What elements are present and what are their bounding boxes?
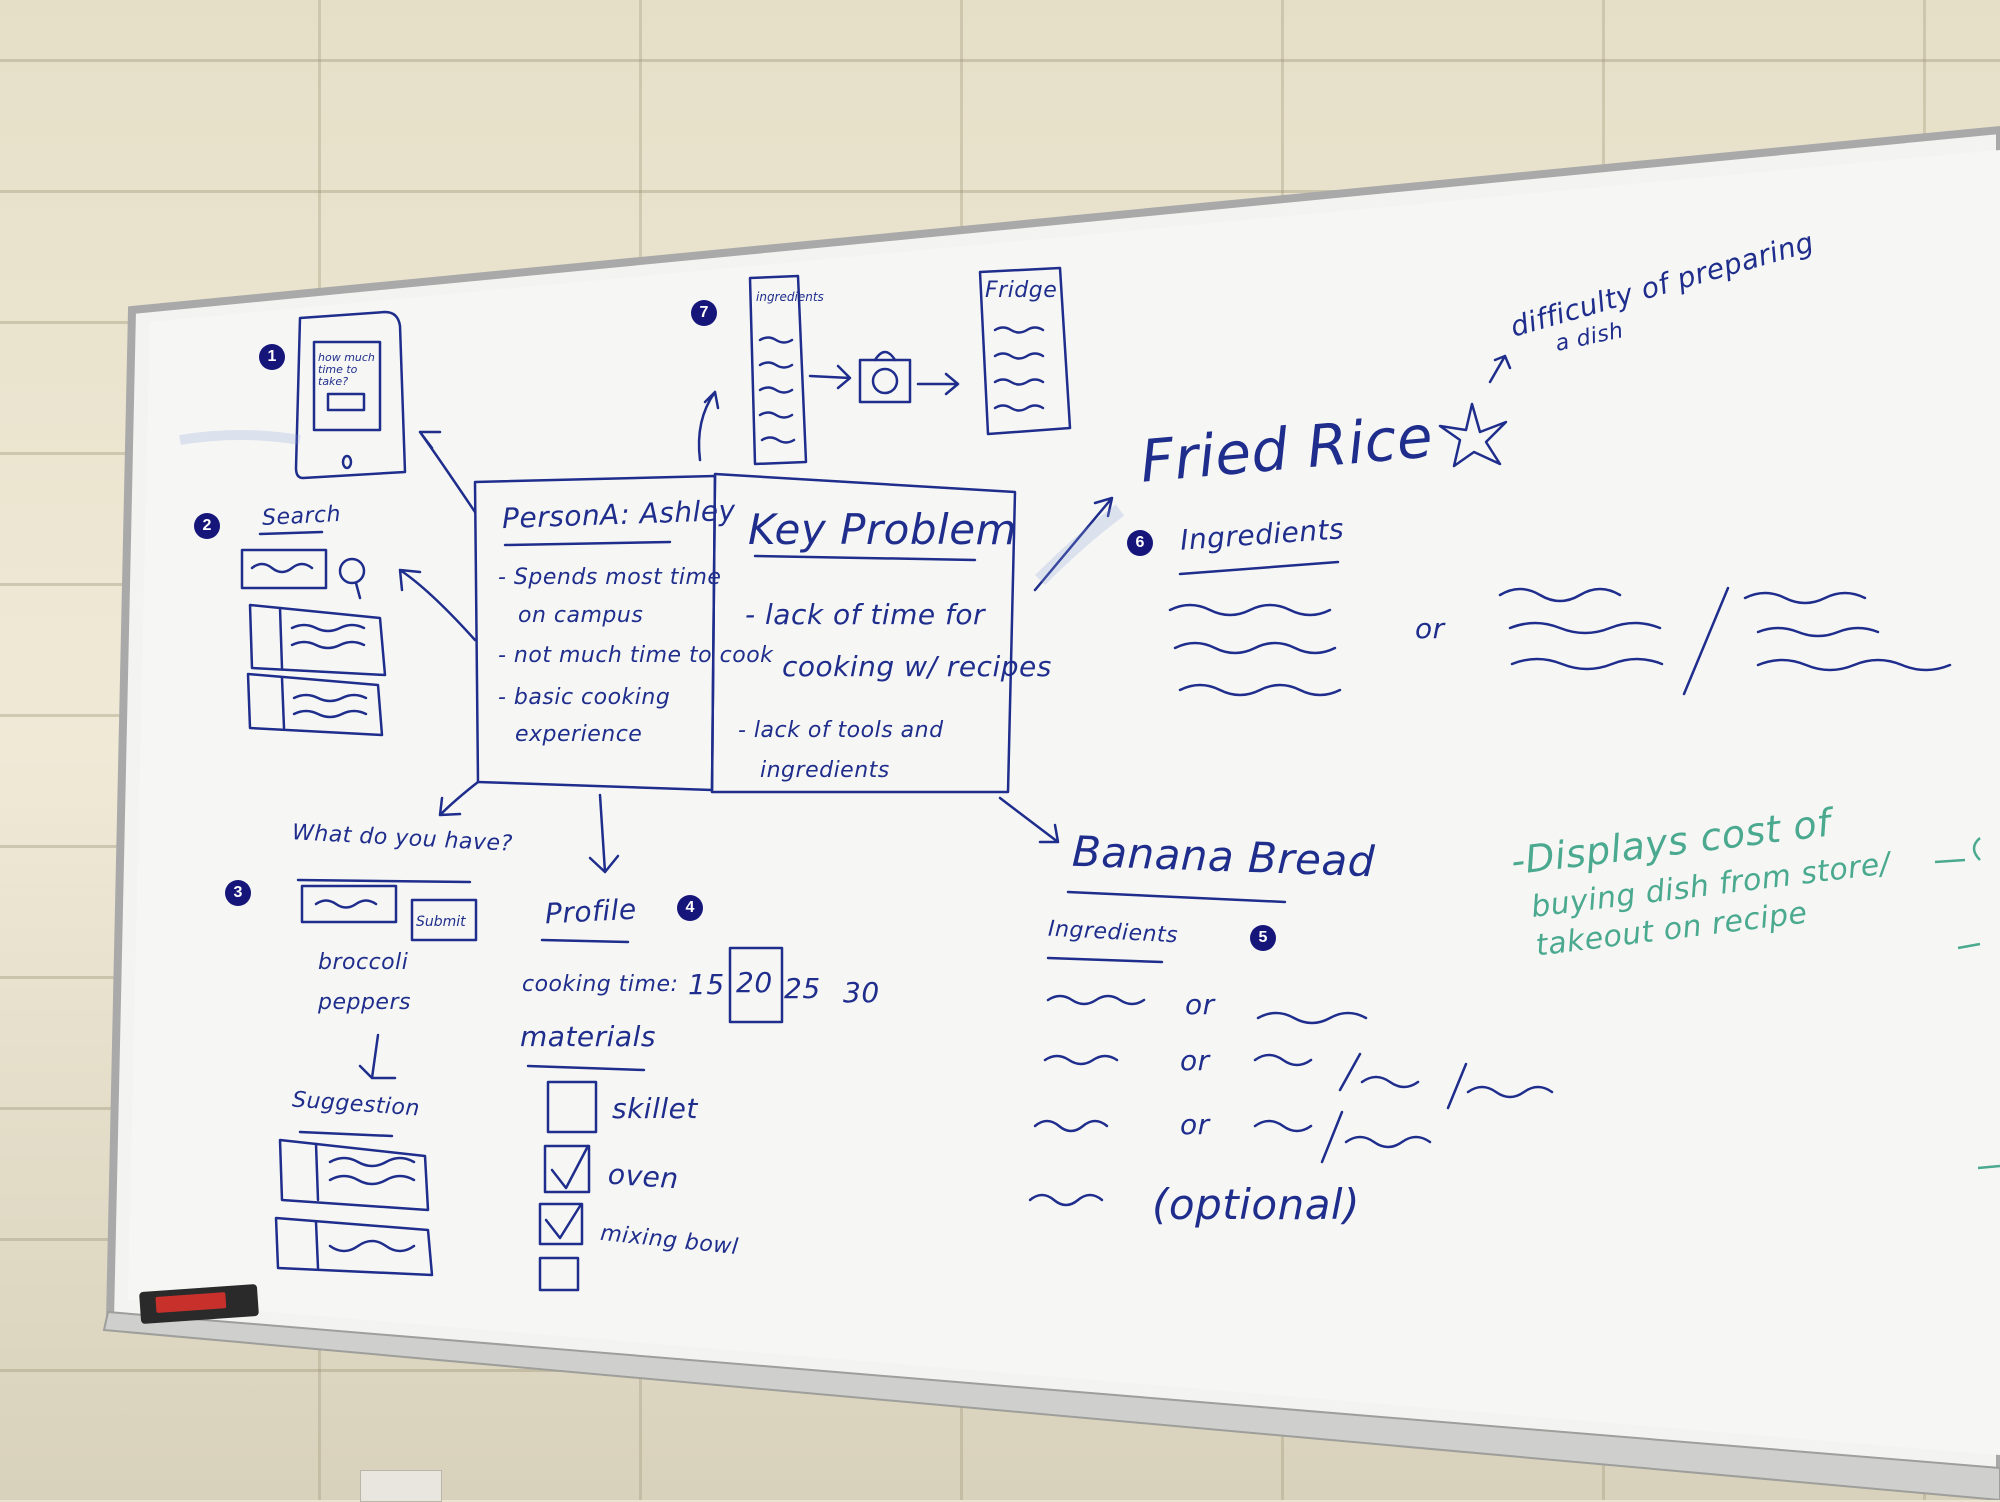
have-arrow [358, 1033, 397, 1080]
cooking-time-30: 30 [843, 976, 880, 1009]
checkbox-empty [538, 1256, 580, 1292]
wall-outlet [360, 1470, 442, 1502]
marker-2: 2 [194, 513, 220, 539]
phone-sketch-home [341, 454, 353, 470]
banana-or-3: or [1180, 1108, 1210, 1141]
marker-3: 3 [225, 880, 251, 906]
have-submit-label: Submit [416, 914, 466, 930]
suggestion-card-2 [274, 1216, 434, 1277]
material-skillet: skillet [612, 1092, 698, 1125]
search-squiggle [250, 562, 314, 574]
ingredients-list-sketch [748, 274, 808, 466]
phone-sketch-frame [294, 310, 407, 480]
cooking-time-selected-box [728, 946, 784, 1024]
phone-sketch-button [326, 392, 366, 412]
cooking-time-25: 25 [784, 972, 821, 1005]
key-problem-title: Key Problem [748, 505, 1017, 554]
persona-underline [503, 540, 672, 547]
camera-sketch [858, 358, 912, 404]
search-magnifier-sketch [338, 557, 366, 585]
key-problem-underline [753, 554, 977, 562]
phone-sketch-text: how much time to take? [318, 351, 375, 388]
profile-title: Profile [544, 892, 638, 931]
marker-5: 5 [1250, 925, 1276, 951]
have-input-sketch [300, 884, 398, 924]
persona-bullet-1: - Spends most time [498, 565, 722, 590]
fridge-label: Fridge [985, 278, 1058, 303]
phone-sketch-screen [312, 340, 382, 432]
cooking-time-15: 15 [688, 968, 725, 1001]
profile-underline [540, 938, 630, 944]
arrow-to-search [398, 568, 477, 642]
materials-label: materials [520, 1020, 656, 1053]
key-problem-box [710, 472, 1017, 794]
arrow-to-have [438, 780, 480, 817]
arrow-to-fried [1033, 496, 1114, 592]
search-title: Search [261, 501, 342, 532]
material-oven: oven [606, 1157, 680, 1196]
fried-ingredients-underline [1178, 560, 1340, 576]
marker-4: 4 [677, 895, 703, 921]
persona-bullet-3: - not much time to cook [498, 643, 774, 668]
have-submit-sketch [410, 898, 478, 942]
banana-optional: (optional) [1152, 1180, 1360, 1229]
persona-bullet-5: experience [515, 722, 643, 747]
arrow-to-profile [588, 793, 620, 874]
marker-7: 7 [691, 300, 717, 326]
checkbox-mixing-bowl [538, 1202, 584, 1246]
marker-1: 1 [259, 344, 285, 370]
search-result-card-2 [246, 672, 384, 737]
search-underline [258, 530, 324, 536]
difficulty-star-icon [1438, 402, 1508, 468]
search-result-card-1 [248, 603, 387, 677]
fridge-sketch [978, 266, 1072, 436]
persona-bullet-4: - basic cooking [498, 685, 671, 710]
checkbox-oven [543, 1144, 591, 1194]
persona-bullet-2: on campus [518, 603, 644, 628]
key-problem-bullet-1: - lack of time for [745, 598, 985, 631]
marker-6: 6 [1127, 530, 1153, 556]
have-item-1: broccoli [318, 950, 409, 975]
arrow-camera-to-fridge [916, 372, 960, 396]
banana-or-1: or [1185, 988, 1215, 1021]
arrow-star-annotation [1488, 354, 1512, 384]
suggestion-card-1 [278, 1138, 430, 1212]
arrow-to-banana [998, 796, 1060, 844]
have-item-2: peppers [318, 990, 411, 1015]
checkbox-skillet [546, 1080, 598, 1134]
materials-underline [526, 1064, 646, 1072]
fried-or: or [1415, 612, 1445, 645]
banana-bread-title: Banana Bread [1071, 826, 1376, 887]
key-problem-bullet-3: - lack of tools and [738, 718, 944, 743]
have-underline [296, 878, 472, 884]
ingredients-list-text: ingredients [756, 290, 824, 304]
arrow-to-list [697, 390, 720, 462]
cooking-time-label: cooking time: [522, 972, 679, 997]
fried-slash [1682, 586, 1730, 696]
key-problem-bullet-4: ingredients [760, 758, 890, 783]
arrow-to-phone [418, 430, 477, 514]
search-field-sketch [240, 548, 328, 590]
arrow-list-to-camera [808, 364, 852, 390]
cooking-time-20: 20 [736, 966, 773, 999]
banana-underline [1066, 890, 1287, 904]
key-problem-bullet-2: cooking w/ recipes [782, 650, 1052, 683]
banana-or-2: or [1180, 1044, 1210, 1077]
